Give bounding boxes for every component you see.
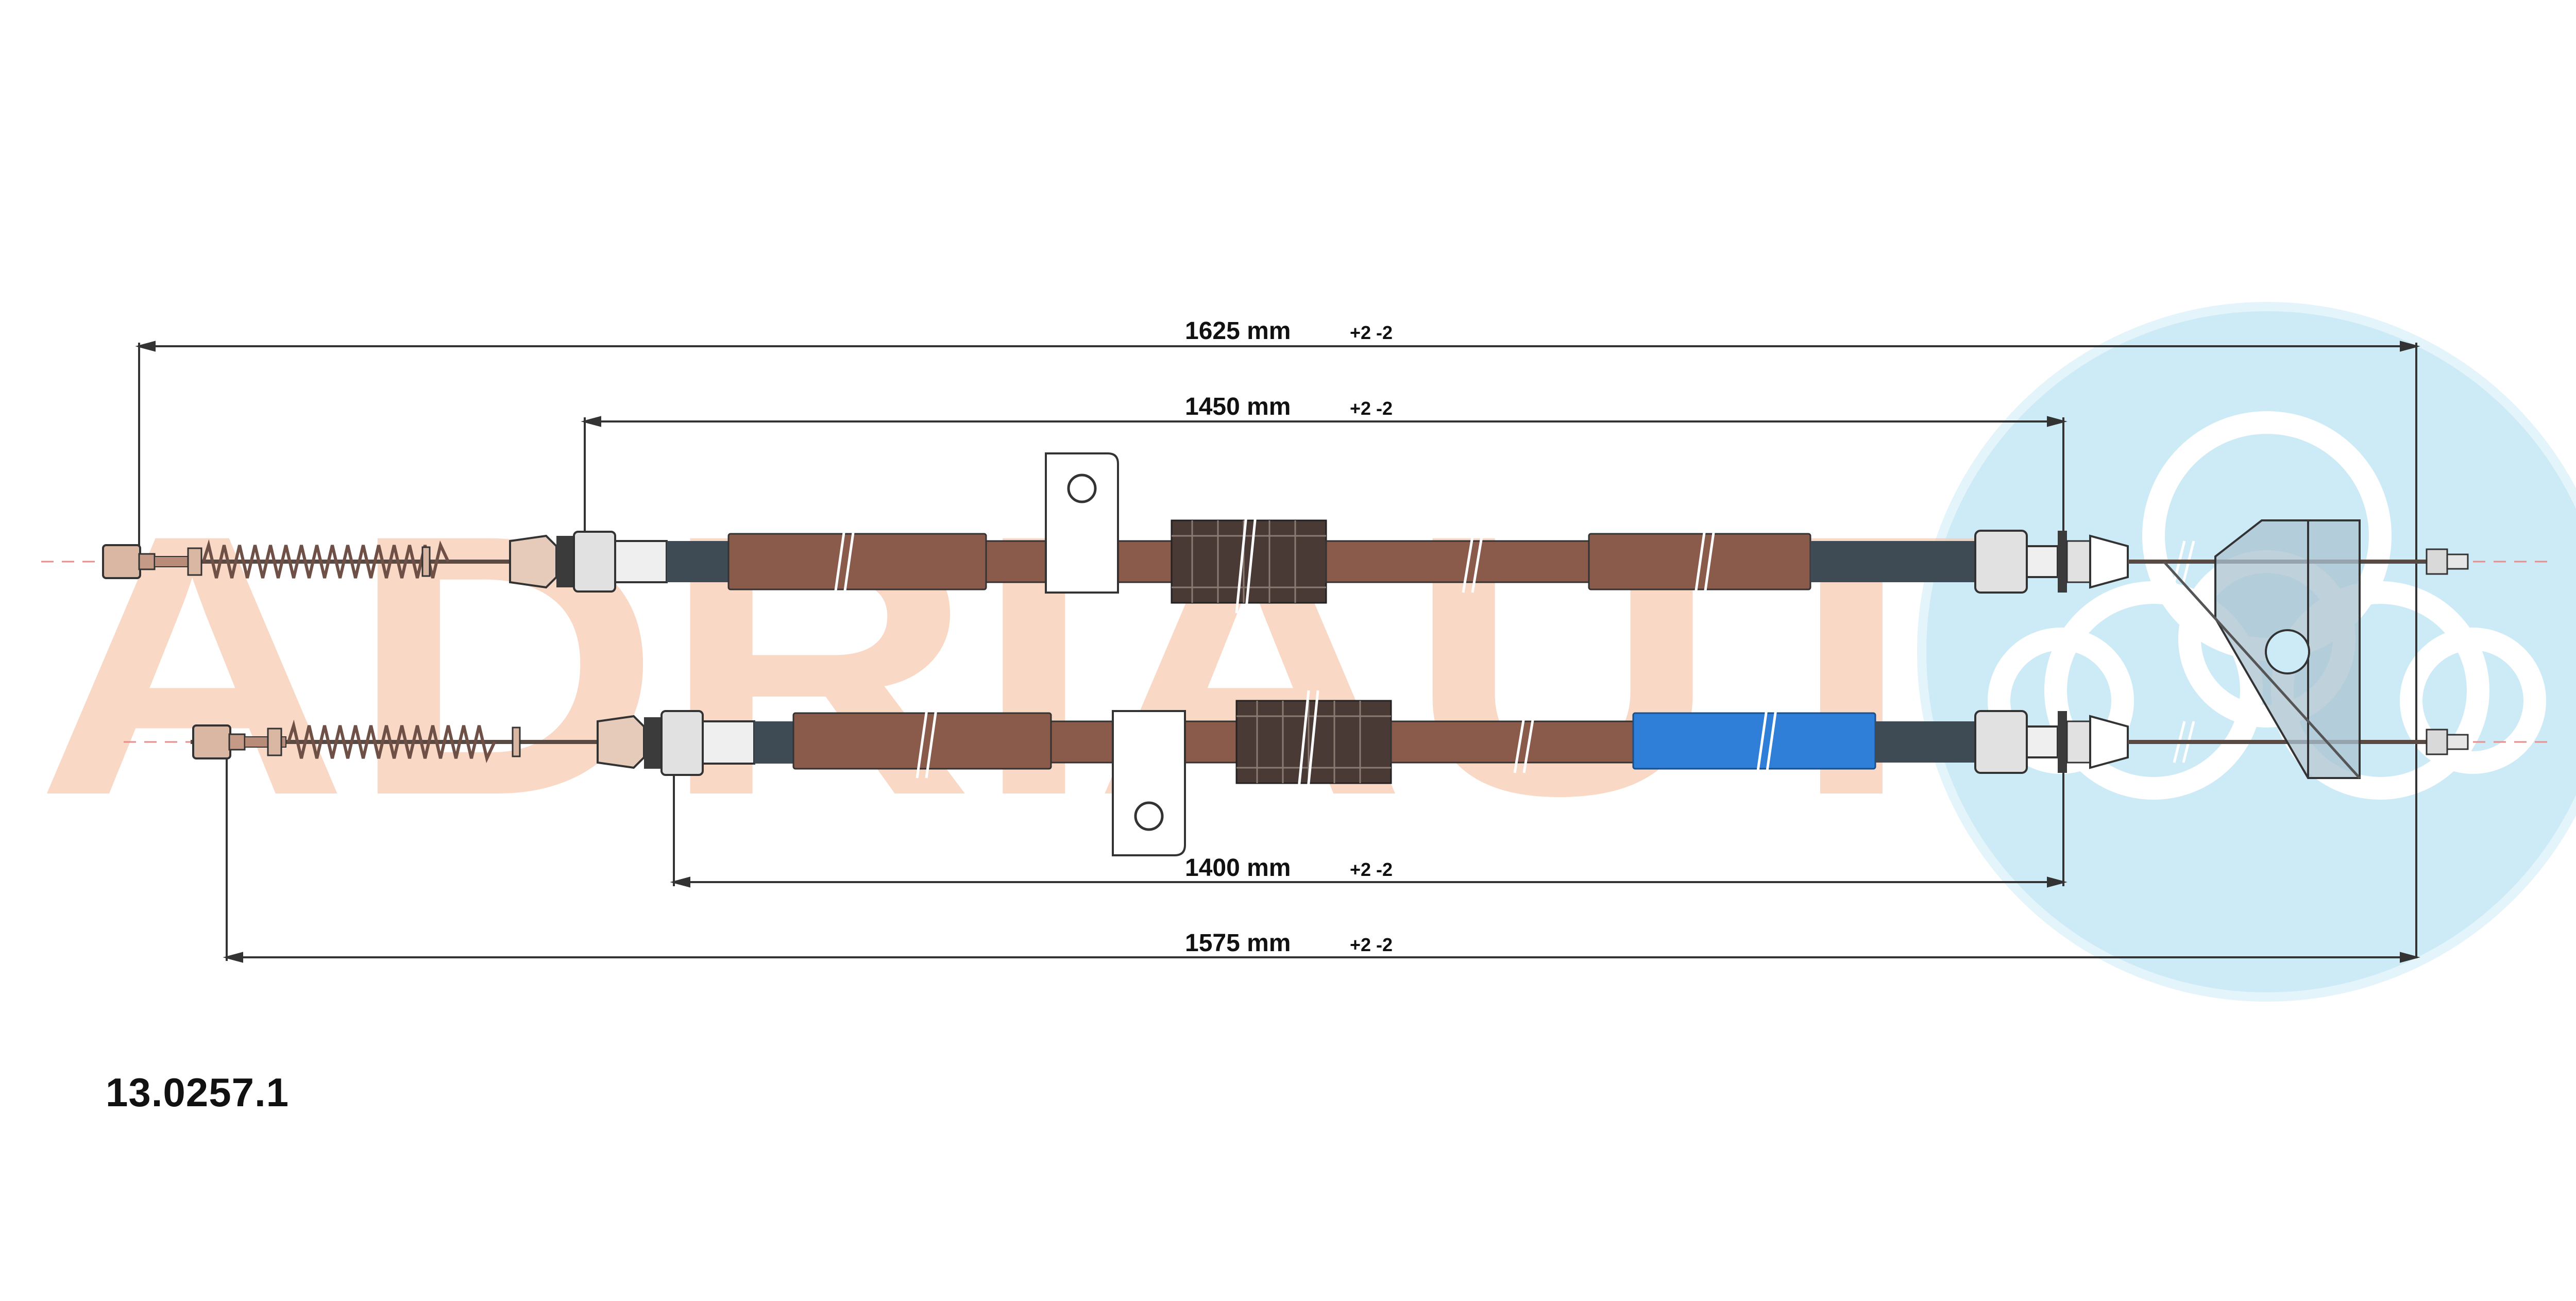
cable-bottom — [191, 690, 2469, 856]
dimension-label-1400: 1400 mm — [1185, 854, 1291, 882]
dimension-label-1625: 1625 mm — [1185, 317, 1291, 345]
tolerance-label-1575: +2 -2 — [1350, 934, 1393, 955]
cable-end-nipple-bottom — [192, 724, 231, 759]
dimension-lines — [135, 341, 2420, 963]
spring-top — [202, 539, 450, 579]
dimension-label-1450: 1450 mm — [1185, 393, 1291, 420]
cable-equaliser — [2163, 519, 2361, 779]
cable-top — [102, 452, 2469, 614]
mounting-bracket-bottom — [1112, 710, 1186, 856]
brand-watermark-text: ADRIAUT — [36, 458, 1984, 872]
spring-bottom — [287, 719, 496, 764]
dimension-label-1575: 1575 mm — [1185, 930, 1291, 957]
mounting-bracket-top — [1045, 452, 1119, 594]
cable-end-nipple-top — [102, 544, 141, 579]
tolerance-label-1400: +2 -2 — [1350, 859, 1393, 880]
tolerance-label-1625: +2 -2 — [1350, 322, 1393, 343]
part-number: 13.0257.1 — [106, 1070, 290, 1115]
tolerance-label-1450: +2 -2 — [1350, 398, 1393, 419]
